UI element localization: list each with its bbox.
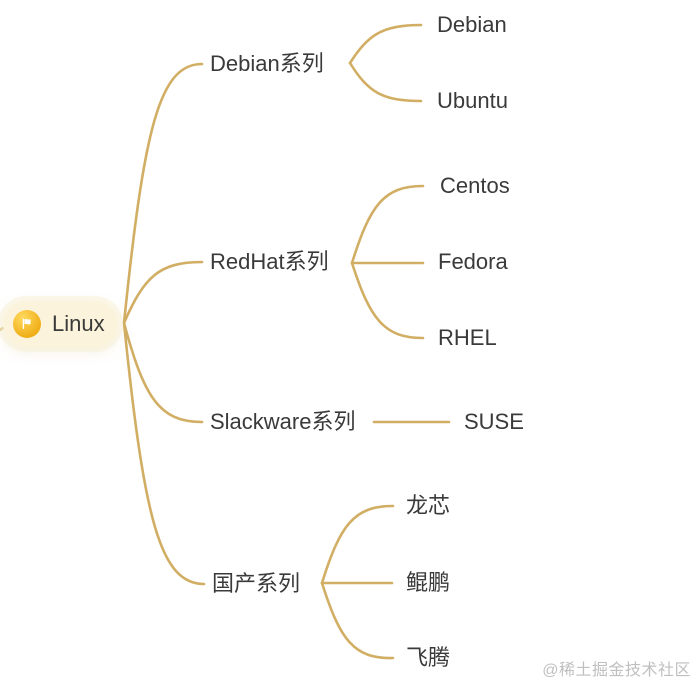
watermark: @稀土掘金技术社区 (542, 662, 691, 679)
link-root-slackware-series (122, 321, 204, 424)
node-centos[interactable]: Centos (440, 172, 510, 198)
node-domestic-series[interactable]: 国产系列 (212, 570, 301, 596)
node-root[interactable]: Linux (3, 301, 118, 347)
node-ubuntu[interactable]: Ubuntu (437, 87, 508, 113)
link-root-domestic-series (122, 321, 206, 586)
link-redhat-series-centos (350, 184, 425, 265)
link-root-redhat-series (122, 260, 204, 325)
node-suse[interactable]: SUSE (464, 408, 524, 434)
node-debian[interactable]: Debian (437, 11, 507, 37)
node-slackware-series[interactable]: Slackware系列 (210, 408, 356, 434)
node-phytium[interactable]: 飞腾 (406, 644, 451, 670)
node-kunpeng[interactable]: 鲲鹏 (406, 569, 451, 595)
link-domestic-series-phytium (320, 581, 395, 660)
link-debian-series-ubuntu (348, 61, 423, 103)
node-debian-series[interactable]: Debian系列 (210, 50, 324, 76)
node-fedora[interactable]: Fedora (438, 248, 508, 274)
root-label: Linux (52, 311, 105, 336)
link-domestic-series-loongson (320, 504, 395, 585)
node-redhat-series[interactable]: RedHat系列 (210, 248, 329, 274)
link-redhat-series-rhel (350, 261, 425, 340)
link-debian-series-debian (348, 23, 423, 65)
link-root-debian-series (122, 62, 204, 325)
flag-icon (13, 310, 41, 338)
node-loongson[interactable]: 龙芯 (406, 492, 451, 518)
node-rhel[interactable]: RHEL (438, 324, 497, 350)
